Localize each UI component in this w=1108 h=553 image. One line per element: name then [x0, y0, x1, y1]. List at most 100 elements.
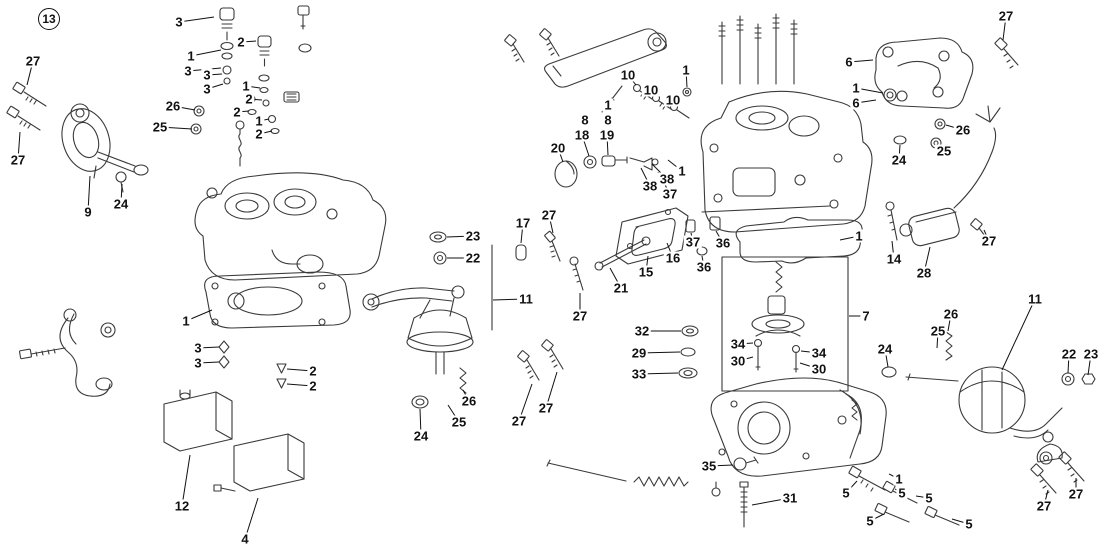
- part-number-label: 10: [641, 82, 661, 98]
- throttle-lever-art: [18, 308, 116, 397]
- part-number-label: 28: [914, 265, 934, 281]
- part-number-label: 22: [463, 250, 483, 266]
- part-number-label: 6: [850, 95, 862, 111]
- part-number-label: 4: [239, 531, 251, 547]
- part-number-label: 38: [640, 178, 660, 194]
- part-number-label: 19: [597, 127, 617, 143]
- float-valve-art: [218, 340, 287, 389]
- part-number-label: 31: [780, 490, 800, 506]
- part-number-label: 18: [572, 127, 592, 143]
- top-cover-right-art: [874, 37, 1019, 149]
- part-number-label: 36: [694, 259, 714, 275]
- part-number-label: 6: [843, 54, 855, 70]
- part-number-label: 34: [728, 336, 748, 352]
- part-number-label: 30: [809, 361, 829, 377]
- part-number-label: 3: [192, 340, 204, 356]
- accel-pump-parts-art: [515, 207, 721, 291]
- part-number-label: 23: [463, 228, 483, 244]
- part-number-label: 5: [896, 485, 908, 501]
- part-number-label: 24: [411, 428, 431, 444]
- part-number-label: 2: [253, 126, 265, 142]
- bolt-27-topleft-art: [6, 81, 47, 131]
- cutoff-valve-boxes-art: [163, 389, 305, 492]
- part-number-label: 10: [618, 67, 638, 83]
- part-number-label: 5: [963, 516, 975, 532]
- part-number-label: 17: [513, 215, 533, 231]
- secondary-diaphragm-art: [362, 231, 564, 409]
- part-number-label: 27: [536, 400, 556, 416]
- part-number-label: 3: [192, 355, 204, 371]
- part-number-label: 2: [307, 378, 319, 394]
- part-number-label: 11: [1026, 291, 1044, 307]
- part-number-label: 2: [235, 34, 247, 50]
- part-number-label: 27: [1034, 498, 1054, 514]
- primary-diaphragm-art: [881, 331, 1096, 465]
- part-number-label: 25: [150, 119, 170, 135]
- leader-line: [244, 497, 259, 540]
- part-number-label: 8: [579, 112, 591, 128]
- part-number-label: 22: [1059, 346, 1079, 362]
- jet-parts-art: [190, 5, 312, 167]
- part-number-label: 21: [611, 280, 631, 296]
- part-number-label: 1: [253, 113, 265, 129]
- part-number-label: 24: [111, 196, 131, 212]
- part-number-label: 37: [660, 186, 680, 202]
- part-number-label: 2: [243, 91, 255, 107]
- part-number-label: 34: [809, 345, 829, 361]
- part-number-label: 5: [840, 485, 852, 501]
- part-number-label: 20: [548, 140, 568, 156]
- part-number-label: 1: [240, 78, 252, 94]
- part-number-label: 30: [728, 353, 748, 369]
- part-number-label: 12: [172, 498, 192, 514]
- part-number-label: 8: [602, 112, 614, 128]
- part-number-label: 11: [517, 291, 535, 307]
- bracket-art: [504, 28, 690, 119]
- part-number-label: 1: [676, 163, 688, 179]
- part-number-label: 1: [185, 48, 197, 64]
- part-number-label: 1: [680, 62, 692, 78]
- carb-gasket-art: [204, 271, 351, 329]
- washer-stack-art: [678, 325, 699, 379]
- part-number-label: 15: [636, 264, 656, 280]
- body-gasket-art: [735, 216, 863, 264]
- part-number-label: 14: [884, 251, 904, 267]
- pump-stack-box-art: [721, 256, 849, 392]
- part-number-label: 26: [953, 122, 973, 138]
- part-number-label: 35: [699, 458, 719, 474]
- part-number-label: 25: [449, 414, 469, 430]
- part-number-label: 3: [201, 67, 213, 83]
- part-number-label: 1: [850, 80, 862, 96]
- part-number-label: 1: [180, 313, 192, 329]
- part-number-label: 7: [860, 308, 872, 324]
- part-number-label: 27: [996, 8, 1016, 24]
- part-number-label: 36: [713, 235, 733, 251]
- part-number-label: 5: [864, 513, 876, 529]
- part-number-label: 32: [632, 323, 652, 339]
- part-number-label: 24: [889, 152, 909, 168]
- bottom-screws-art: [848, 451, 1085, 526]
- part-number-label: 27: [1066, 486, 1086, 502]
- choke-assembly-art: [61, 103, 149, 193]
- leader-line: [178, 16, 215, 23]
- part-number-label: 2: [307, 363, 319, 379]
- part-number-label: 27: [979, 233, 999, 249]
- part-number-label: 26: [163, 98, 183, 114]
- part-number-label: 29: [629, 345, 649, 361]
- part-number-label: 25: [934, 143, 954, 159]
- part-number-label: 1: [893, 471, 905, 487]
- part-number-label: 1: [602, 97, 614, 113]
- part-number-label: 2: [231, 104, 243, 120]
- part-number-label: 26: [459, 393, 479, 409]
- part-number-label: 3: [182, 63, 194, 79]
- figure-number-badge: 13: [38, 8, 60, 30]
- part-number-label: 27: [8, 152, 28, 168]
- part-number-label: 9: [82, 204, 94, 220]
- leader-line: [181, 454, 191, 507]
- carb-top-cover-art: [194, 172, 387, 281]
- part-number-label: 27: [539, 207, 559, 223]
- part-number-label: 24: [875, 341, 895, 357]
- part-number-label: 33: [629, 366, 649, 382]
